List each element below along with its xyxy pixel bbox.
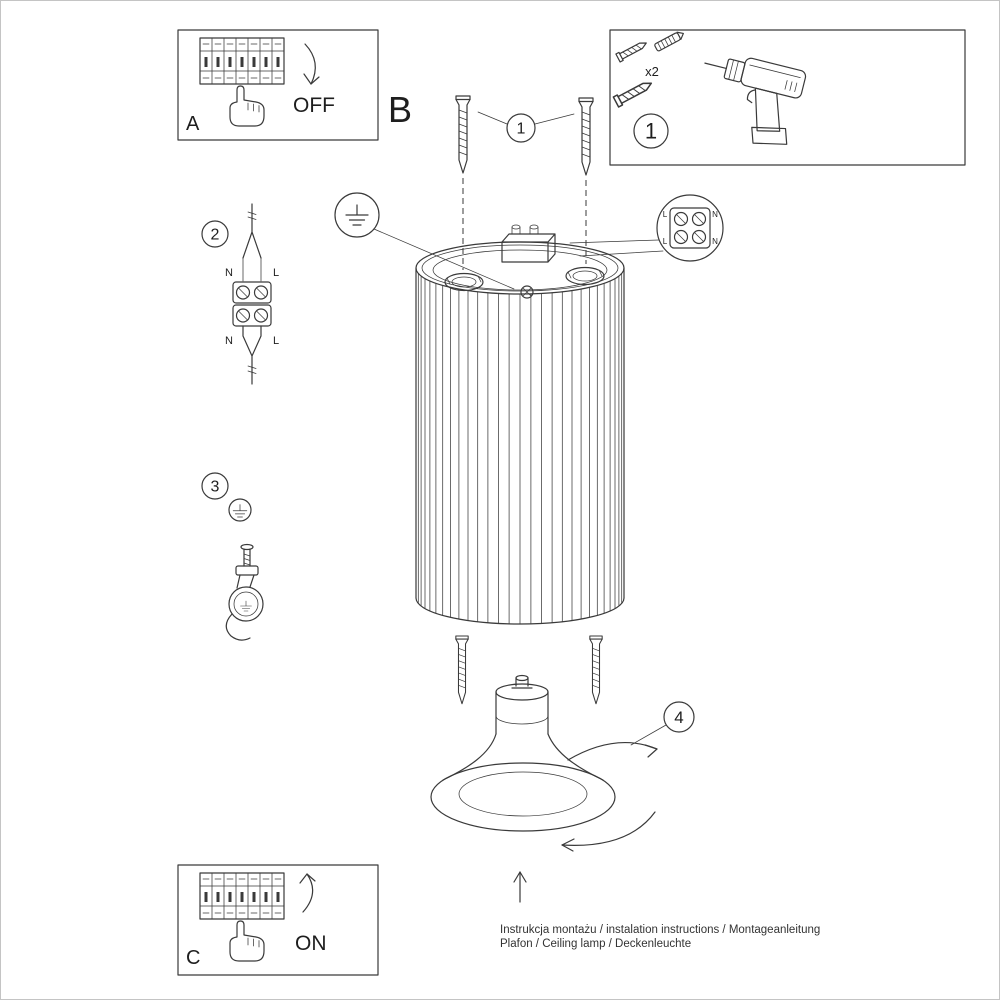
off-label: OFF — [293, 94, 335, 117]
screw-right-icon — [578, 97, 594, 176]
mounting-screws-top — [455, 95, 594, 270]
step-2-number: 2 — [211, 227, 220, 244]
center-ground-screw — [520, 285, 534, 299]
lamp-body — [415, 224, 625, 625]
step-1-callout: 1 — [477, 111, 575, 143]
terminal-l-bottom: L — [663, 237, 668, 246]
step-1-number: 1 — [517, 121, 526, 138]
step-4-callout: 4 — [630, 701, 695, 746]
panel-c-frame — [177, 864, 379, 976]
ground-detail-circle — [334, 192, 380, 238]
screw-icon — [615, 38, 649, 63]
ground-symbol-circle — [228, 498, 252, 522]
panel-c: ON C — [177, 864, 379, 976]
lamp-wires — [242, 325, 262, 385]
bulb-icon — [430, 674, 616, 832]
terminal-detail-callout: L N L N — [569, 194, 724, 262]
step-3-number: 3 — [211, 479, 220, 496]
socket-hole-left — [444, 272, 484, 292]
wire-l-top: L — [273, 267, 279, 279]
terminal-block — [501, 224, 556, 263]
parts-step-circle — [633, 113, 669, 149]
terminal-n-top: N — [712, 210, 718, 219]
ground-symbol-icon — [345, 204, 369, 226]
ground-hook-part — [225, 543, 264, 641]
switch-down-arrow-icon — [303, 43, 320, 85]
bulb-assembly: 4 — [430, 674, 695, 903]
wire-connector-block — [232, 281, 272, 327]
bottom-screw-right-icon — [589, 635, 603, 705]
parts-box-frame — [609, 29, 966, 166]
wiring-step: 2 N L N L — [201, 203, 279, 385]
step-2-circle — [201, 220, 229, 248]
quantity-label: x2 — [645, 64, 659, 79]
wire-n-bottom: N — [225, 335, 233, 347]
insert-up-arrow-icon — [513, 871, 527, 903]
step-4-circle — [663, 701, 695, 733]
mounting-screws-bottom — [455, 635, 603, 705]
wire-n-top: N — [225, 267, 233, 279]
parts-step-number: 1 — [645, 119, 657, 144]
panel-a: OFF A — [177, 29, 379, 141]
switch-up-arrow-icon — [299, 873, 316, 913]
ground-symbol-small-icon — [232, 504, 248, 518]
socket-hole-right — [565, 266, 605, 286]
on-label: ON — [295, 932, 327, 955]
supply-wires — [242, 203, 262, 259]
rotation-arrow-right-icon — [567, 742, 658, 761]
terminal-l-top: L — [663, 210, 668, 219]
panel-c-letter: C — [186, 947, 200, 969]
step-4-number: 4 — [674, 708, 683, 727]
footer-line-2: Plafon / Ceiling lamp / Deckenleuchte — [500, 938, 691, 950]
step-b-label: B — [388, 89, 412, 130]
footer: Instrukcja montażu / instalation instruc… — [500, 924, 820, 950]
fusebox-icon — [198, 36, 286, 86]
fusebox-icon — [198, 871, 286, 921]
terminal-n-bottom: N — [712, 237, 718, 246]
screw-guide-lines — [462, 178, 587, 270]
screw-left-icon — [455, 95, 471, 174]
rotation-arrow-bottom-icon — [561, 811, 656, 852]
footer-line-1: Instrukcja montażu / instalation instruc… — [500, 924, 820, 936]
wire-l-bottom: L — [273, 335, 279, 347]
panel-a-frame — [177, 29, 379, 141]
hand-icon — [229, 85, 265, 127]
drill-icon — [704, 57, 807, 145]
hand-icon — [229, 920, 265, 962]
step-3-circle — [201, 472, 229, 500]
parts-box: x2 1 — [609, 29, 966, 166]
ground-callout — [334, 192, 515, 290]
long-screw-icon — [612, 77, 655, 108]
flute-lines — [417, 273, 623, 625]
step-1-circle — [506, 113, 536, 143]
bottom-screw-left-icon — [455, 635, 469, 705]
ground-step: 3 — [201, 472, 264, 641]
panel-a-letter: A — [186, 113, 200, 135]
terminal-detail-circle — [656, 194, 724, 262]
wall-plug-icon — [654, 31, 684, 52]
